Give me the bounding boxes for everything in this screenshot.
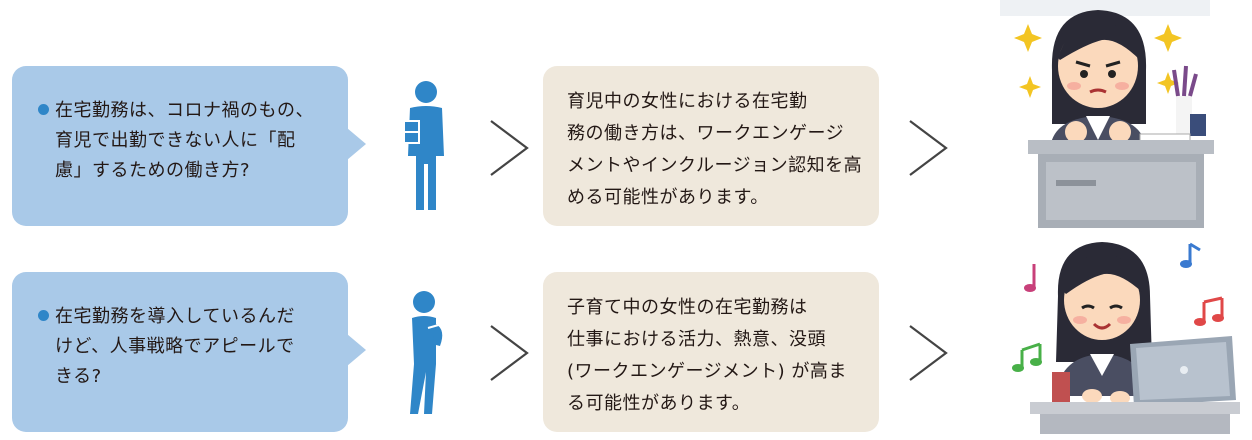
arrow-right-icon [490, 325, 529, 381]
question-2-line-2: けど、人事戦略でアピールで [55, 336, 295, 357]
answer-1-line-4: める可能性があります。 [567, 187, 769, 208]
answer-2-line-1: 子育て中の女性の在宅勤務は [567, 297, 808, 318]
person-thinking-icon [410, 291, 443, 414]
question-1-line-3: 慮」するための働き方? [55, 160, 251, 181]
question-1-line-2: 育児で出勤できない人に「配 [55, 130, 296, 151]
question-2-line-3: きる? [55, 366, 102, 387]
arrow-right-icon [490, 120, 529, 176]
answer-1-line-1: 育児中の女性における在宅勤 [567, 91, 808, 112]
bullet-icon [38, 310, 49, 321]
bullet-icon [38, 104, 49, 115]
arrow-right-icon [909, 120, 948, 176]
arrow-right-icon [909, 325, 948, 381]
determined-woman-at-desk-icon [1000, 0, 1214, 228]
question-bubble-1: 在宅勤務は、コロナ禍のもの、 育児で出勤できない人に「配 慮」するための働き方? [12, 66, 366, 226]
answer-box-2: 子育て中の女性の在宅勤務は 仕事における活力、熱意、没頭 (ワークエンゲージメン… [543, 272, 879, 432]
answer-1-line-2: 務の働き方は、ワークエンゲージ [567, 123, 845, 144]
person-holding-document-icon [403, 81, 444, 210]
happy-woman-at-laptop-icon [1012, 242, 1240, 434]
answer-1-line-3: メントやインクルージョン認知を高 [567, 155, 863, 176]
question-bubble-2: 在宅勤務を導入しているんだ けど、人事戦略でアピールで きる? [12, 272, 366, 432]
answer-2-line-4: る可能性があります。 [567, 393, 751, 414]
answer-box-1: 育児中の女性における在宅勤 務の働き方は、ワークエンゲージ メントやインクルージ… [543, 66, 879, 226]
answer-2-line-2: 仕事における活力、熱意、没頭 [567, 329, 826, 350]
question-1-line-1: 在宅勤務は、コロナ禍のもの、 [55, 100, 314, 121]
answer-2-line-3: (ワークエンゲージメント) が高ま [567, 361, 847, 382]
question-2-line-1: 在宅勤務を導入しているんだ [55, 306, 295, 327]
